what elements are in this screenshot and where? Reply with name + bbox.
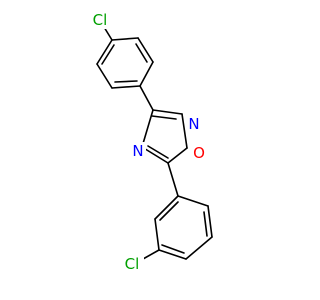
bond — [142, 249, 160, 260]
bond — [101, 44, 115, 65]
cl-top-label: Cl — [93, 11, 108, 29]
bond — [135, 43, 148, 63]
bond — [147, 145, 169, 159]
bond — [114, 80, 138, 83]
bond — [181, 113, 188, 149]
bond — [177, 195, 209, 207]
bond — [152, 109, 183, 115]
bond — [139, 61, 154, 87]
bond — [141, 146, 169, 164]
molecule-canvas: Cl N N O Cl — [89, 11, 213, 273]
structure-drawing: Cl N N O Cl — [89, 11, 213, 273]
o-ring-label: O — [193, 144, 205, 162]
bond — [207, 205, 213, 238]
cl-bottom-label: Cl — [125, 255, 140, 273]
bond — [96, 39, 113, 65]
bond — [137, 37, 154, 63]
bond — [185, 236, 213, 260]
n-ring-lower-label: N — [132, 142, 143, 160]
bond — [141, 109, 154, 148]
bond — [167, 147, 188, 164]
bond — [159, 201, 179, 221]
bond — [154, 218, 160, 251]
bond — [203, 211, 208, 237]
bond — [151, 115, 177, 120]
bond — [111, 85, 141, 89]
atom-labels: Cl N N O Cl — [89, 11, 207, 273]
bond — [161, 244, 185, 254]
bond — [96, 63, 113, 89]
bond — [167, 162, 179, 197]
bonds — [96, 26, 213, 260]
bond — [158, 249, 187, 260]
bond — [111, 37, 139, 41]
n-ring-upper-label: N — [188, 115, 199, 133]
bond — [139, 85, 154, 111]
bond — [103, 26, 113, 41]
bond — [154, 195, 179, 220]
